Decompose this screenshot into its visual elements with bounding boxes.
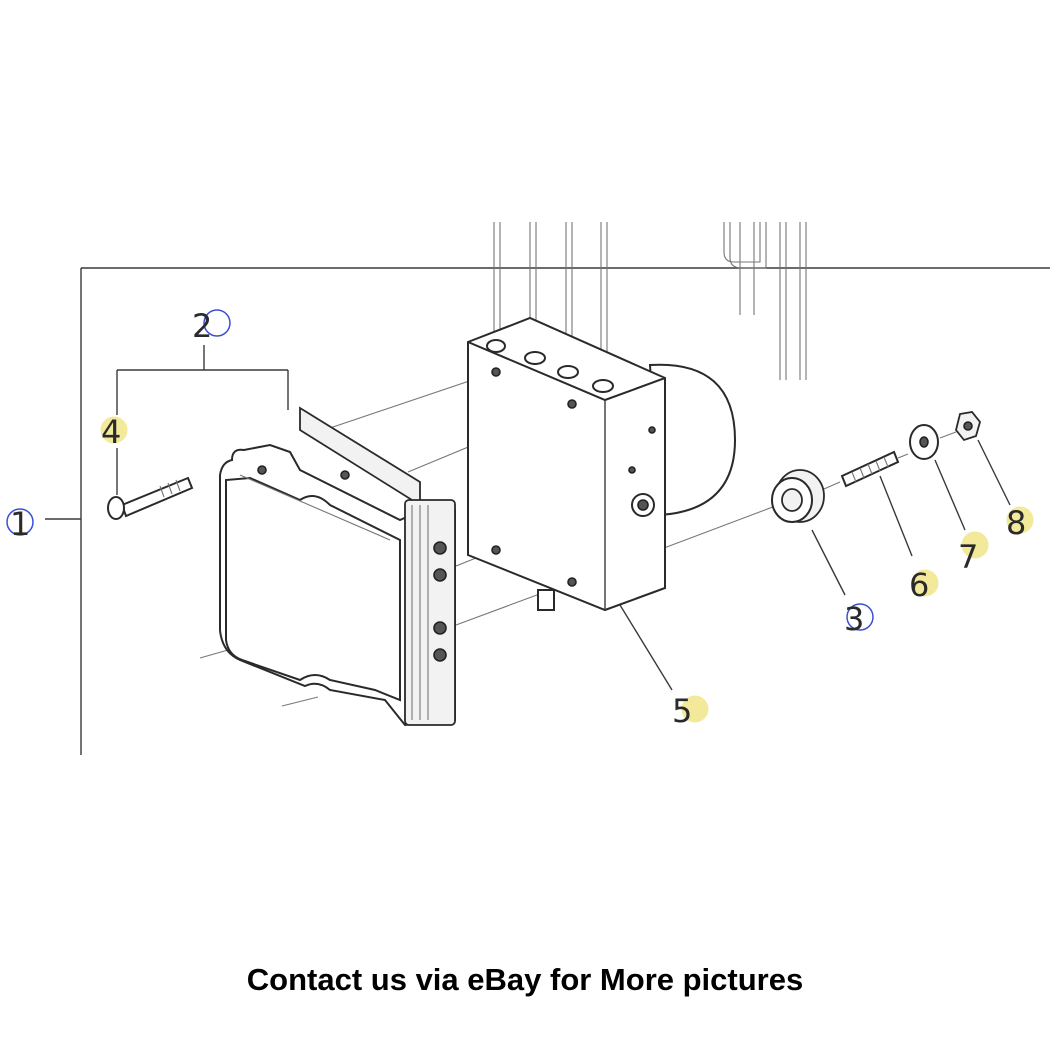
callout-7: 7 <box>958 538 978 576</box>
callout-bracket-2 <box>116 345 289 495</box>
callout-highlights <box>6 309 1034 723</box>
callout-8: 8 <box>1006 504 1026 542</box>
callout-6: 6 <box>909 566 929 604</box>
spring-part <box>840 450 913 557</box>
brake-pipes <box>493 222 807 380</box>
callout-5: 5 <box>672 692 692 730</box>
callout-4: 4 <box>101 413 121 451</box>
nut-part <box>955 411 1011 506</box>
screw-part <box>107 476 194 520</box>
callout-2: 2 <box>192 307 212 345</box>
callout-1: 1 <box>10 505 30 543</box>
contact-caption: Contact us via eBay for More pictures <box>246 962 804 997</box>
ecu-control-module <box>219 406 456 727</box>
damper-part <box>771 469 846 596</box>
callout-3: 3 <box>844 600 864 638</box>
washer-part <box>909 424 966 531</box>
hydraulic-unit <box>467 316 737 691</box>
